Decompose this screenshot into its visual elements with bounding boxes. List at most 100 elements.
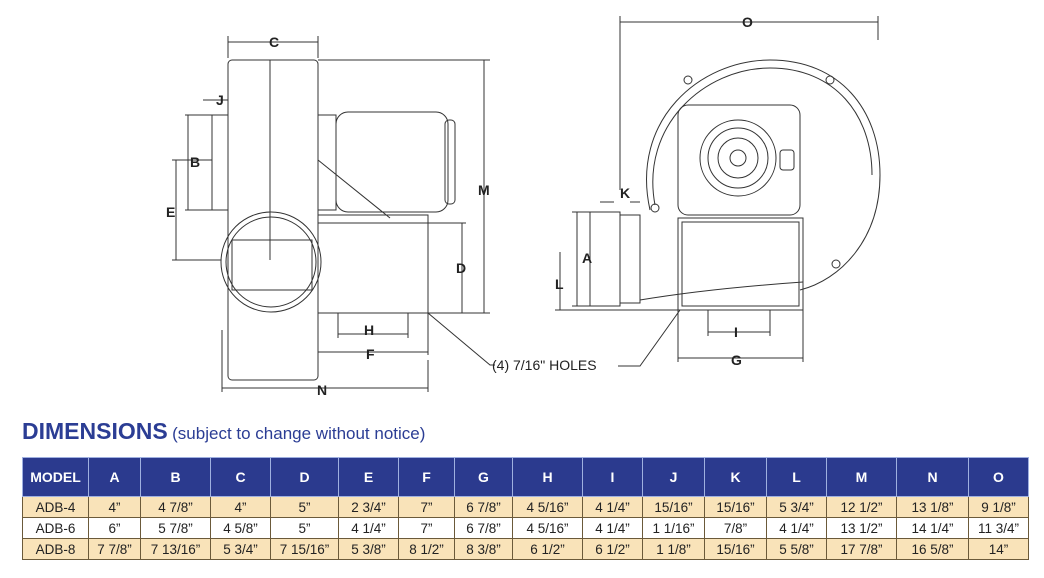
dimension-cell: 5 3/4” [210,538,271,560]
dim-label-o: O [742,14,753,30]
section-title: DIMENSIONS [22,418,168,444]
dimension-cell: 9 1/8” [968,496,1029,518]
dimension-cell: 11 3/4” [968,517,1029,539]
dimension-cell: 15/16” [704,538,767,560]
column-header-l: L [766,457,827,497]
column-header-m: M [826,457,897,497]
dim-label-c: C [269,34,279,50]
motor-endcap [444,119,456,205]
dim-label-e: E [166,204,175,220]
dimension-cell: 16 5/8” [896,538,969,560]
dimension-cell: 5 5/8” [766,538,827,560]
motor-plate [677,104,801,216]
motor-fan-guard [699,119,777,197]
column-header-a: A [88,457,141,497]
dimension-cell: 5 3/8” [338,538,399,560]
column-header-i: I [582,457,643,497]
dimension-cell: 5” [270,496,339,518]
dimension-cell: 1 1/8” [642,538,705,560]
column-header-k: K [704,457,767,497]
model-cell: ADB-6 [22,517,89,539]
dimension-cell: 7 15/16” [270,538,339,560]
dimension-cell: 2 3/4” [338,496,399,518]
section-subtitle: (subject to change without notice) [172,424,426,443]
dim-label-k: K [620,185,630,201]
dimension-cell: 4 1/4” [582,517,643,539]
dimension-cell: 4” [210,496,271,518]
blower-diagram: C J B E M D H F N (4) 7/16" HOLES O K A … [166,14,881,398]
dim-label-l: L [555,276,564,292]
dim-label-f: F [366,346,375,362]
column-header-c: C [210,457,271,497]
blower-housing [227,59,319,381]
front-view [555,16,881,367]
motor-body [335,111,449,213]
dimension-cell: 13 1/8” [896,496,969,518]
dimension-cell: 4 5/8” [210,517,271,539]
front-inlet-flange [589,211,621,307]
column-header-o: O [968,457,1029,497]
dimension-cell: 14” [968,538,1029,560]
dimension-cell: 15/16” [704,496,767,518]
dimension-cell: 13 1/2” [826,517,897,539]
dimension-cell: 17 7/8” [826,538,897,560]
column-header-e: E [338,457,399,497]
dimension-cell: 6 7/8” [454,496,513,518]
dimension-cell: 4 5/16” [512,496,583,518]
column-header-f: F [398,457,455,497]
column-header-h: H [512,457,583,497]
dim-label-g: G [731,352,742,368]
front-base-box [677,217,804,311]
dim-label-m: M [478,182,490,198]
outlet-inner-circle [225,216,317,308]
dimension-cell: 6 1/2” [582,538,643,560]
base-box [317,222,429,314]
column-header-j: J [642,457,705,497]
dimension-cell: 5” [270,517,339,539]
dimension-cell: 6 7/8” [454,517,513,539]
dimension-cell: 4 1/4” [338,517,399,539]
dimension-cell: 12 1/2” [826,496,897,518]
motor-mount [317,214,429,224]
holes-leader-left [427,312,495,366]
dimension-cell: 7/8” [704,517,767,539]
holes-leader-right [618,309,681,367]
dimension-cell: 5 3/4” [766,496,827,518]
dim-label-n: N [317,382,327,398]
dimension-cell: 4” [88,496,141,518]
dim-label-i: I [734,324,738,340]
motor-brace [317,159,391,219]
dimension-cell: 7 13/16” [140,538,211,560]
outlet-panel [231,239,313,291]
column-header-n: N [896,457,969,497]
inlet-flange [211,114,229,211]
dimension-cell: 8 1/2” [398,538,455,560]
dimension-cell: 1 1/16” [642,517,705,539]
scroll-housing [646,59,881,291]
dimension-cell: 15/16” [642,496,705,518]
dimension-cell: 4 5/16” [512,517,583,539]
dimension-cell: 8 3/8” [454,538,513,560]
dimension-cell: 6 1/2” [512,538,583,560]
dim-label-j: J [216,92,224,108]
dimension-cell: 7” [398,517,455,539]
dim-label-a: A [582,250,592,266]
dim-label-d: D [456,260,466,276]
dimension-cell: 14 1/4” [896,517,969,539]
dimension-cell: 4 7/8” [140,496,211,518]
section-heading: DIMENSIONS (subject to change without no… [22,418,425,445]
column-header-g: G [454,457,513,497]
dimension-cell: 4 1/4” [582,496,643,518]
dimension-cell: 6” [88,517,141,539]
holes-note: (4) 7/16" HOLES [492,357,597,373]
model-cell: ADB-4 [22,496,89,518]
dimension-cell: 5 7/8” [140,517,211,539]
dimension-cell: 4 1/4” [766,517,827,539]
side-view [172,36,495,392]
